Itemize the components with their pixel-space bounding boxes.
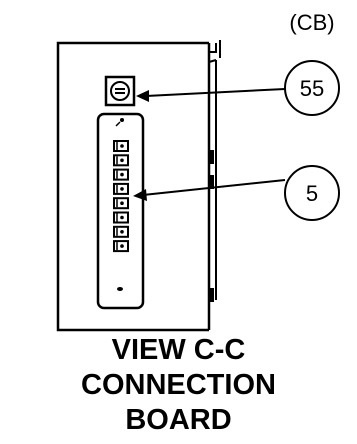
connector [104, 75, 136, 107]
terminal-group [113, 140, 129, 253]
callout-55: 55 [136, 60, 340, 116]
callout-5: 5 [133, 165, 340, 221]
terminal-block [113, 140, 129, 152]
terminal-block [113, 154, 129, 167]
section-code-label: (CB) [289, 10, 334, 35]
callout-55-leader [145, 88, 286, 97]
terminal-block [113, 168, 129, 181]
terminal-block [113, 197, 129, 210]
terminal-block [113, 182, 129, 195]
terminal-strip [96, 112, 145, 310]
caption-line-1: VIEW C-C [111, 334, 246, 366]
callout-55-circle [284, 60, 340, 116]
callout-5-circle [284, 165, 340, 221]
callout-55-arrowhead [136, 90, 149, 102]
terminal-block [113, 211, 129, 224]
terminal-block [113, 225, 129, 238]
caption-line-3: BOARD [125, 404, 232, 436]
callout-5-arrowhead [133, 189, 147, 201]
caption-line-2: CONNECTION [81, 369, 276, 401]
callout-5-number: 5 [306, 181, 318, 206]
board-outline [56, 40, 221, 332]
callout-55-number: 55 [300, 76, 324, 101]
callout-5-leader [142, 179, 286, 196]
board-edge-tabs [209, 150, 214, 302]
terminal-block [113, 240, 129, 253]
